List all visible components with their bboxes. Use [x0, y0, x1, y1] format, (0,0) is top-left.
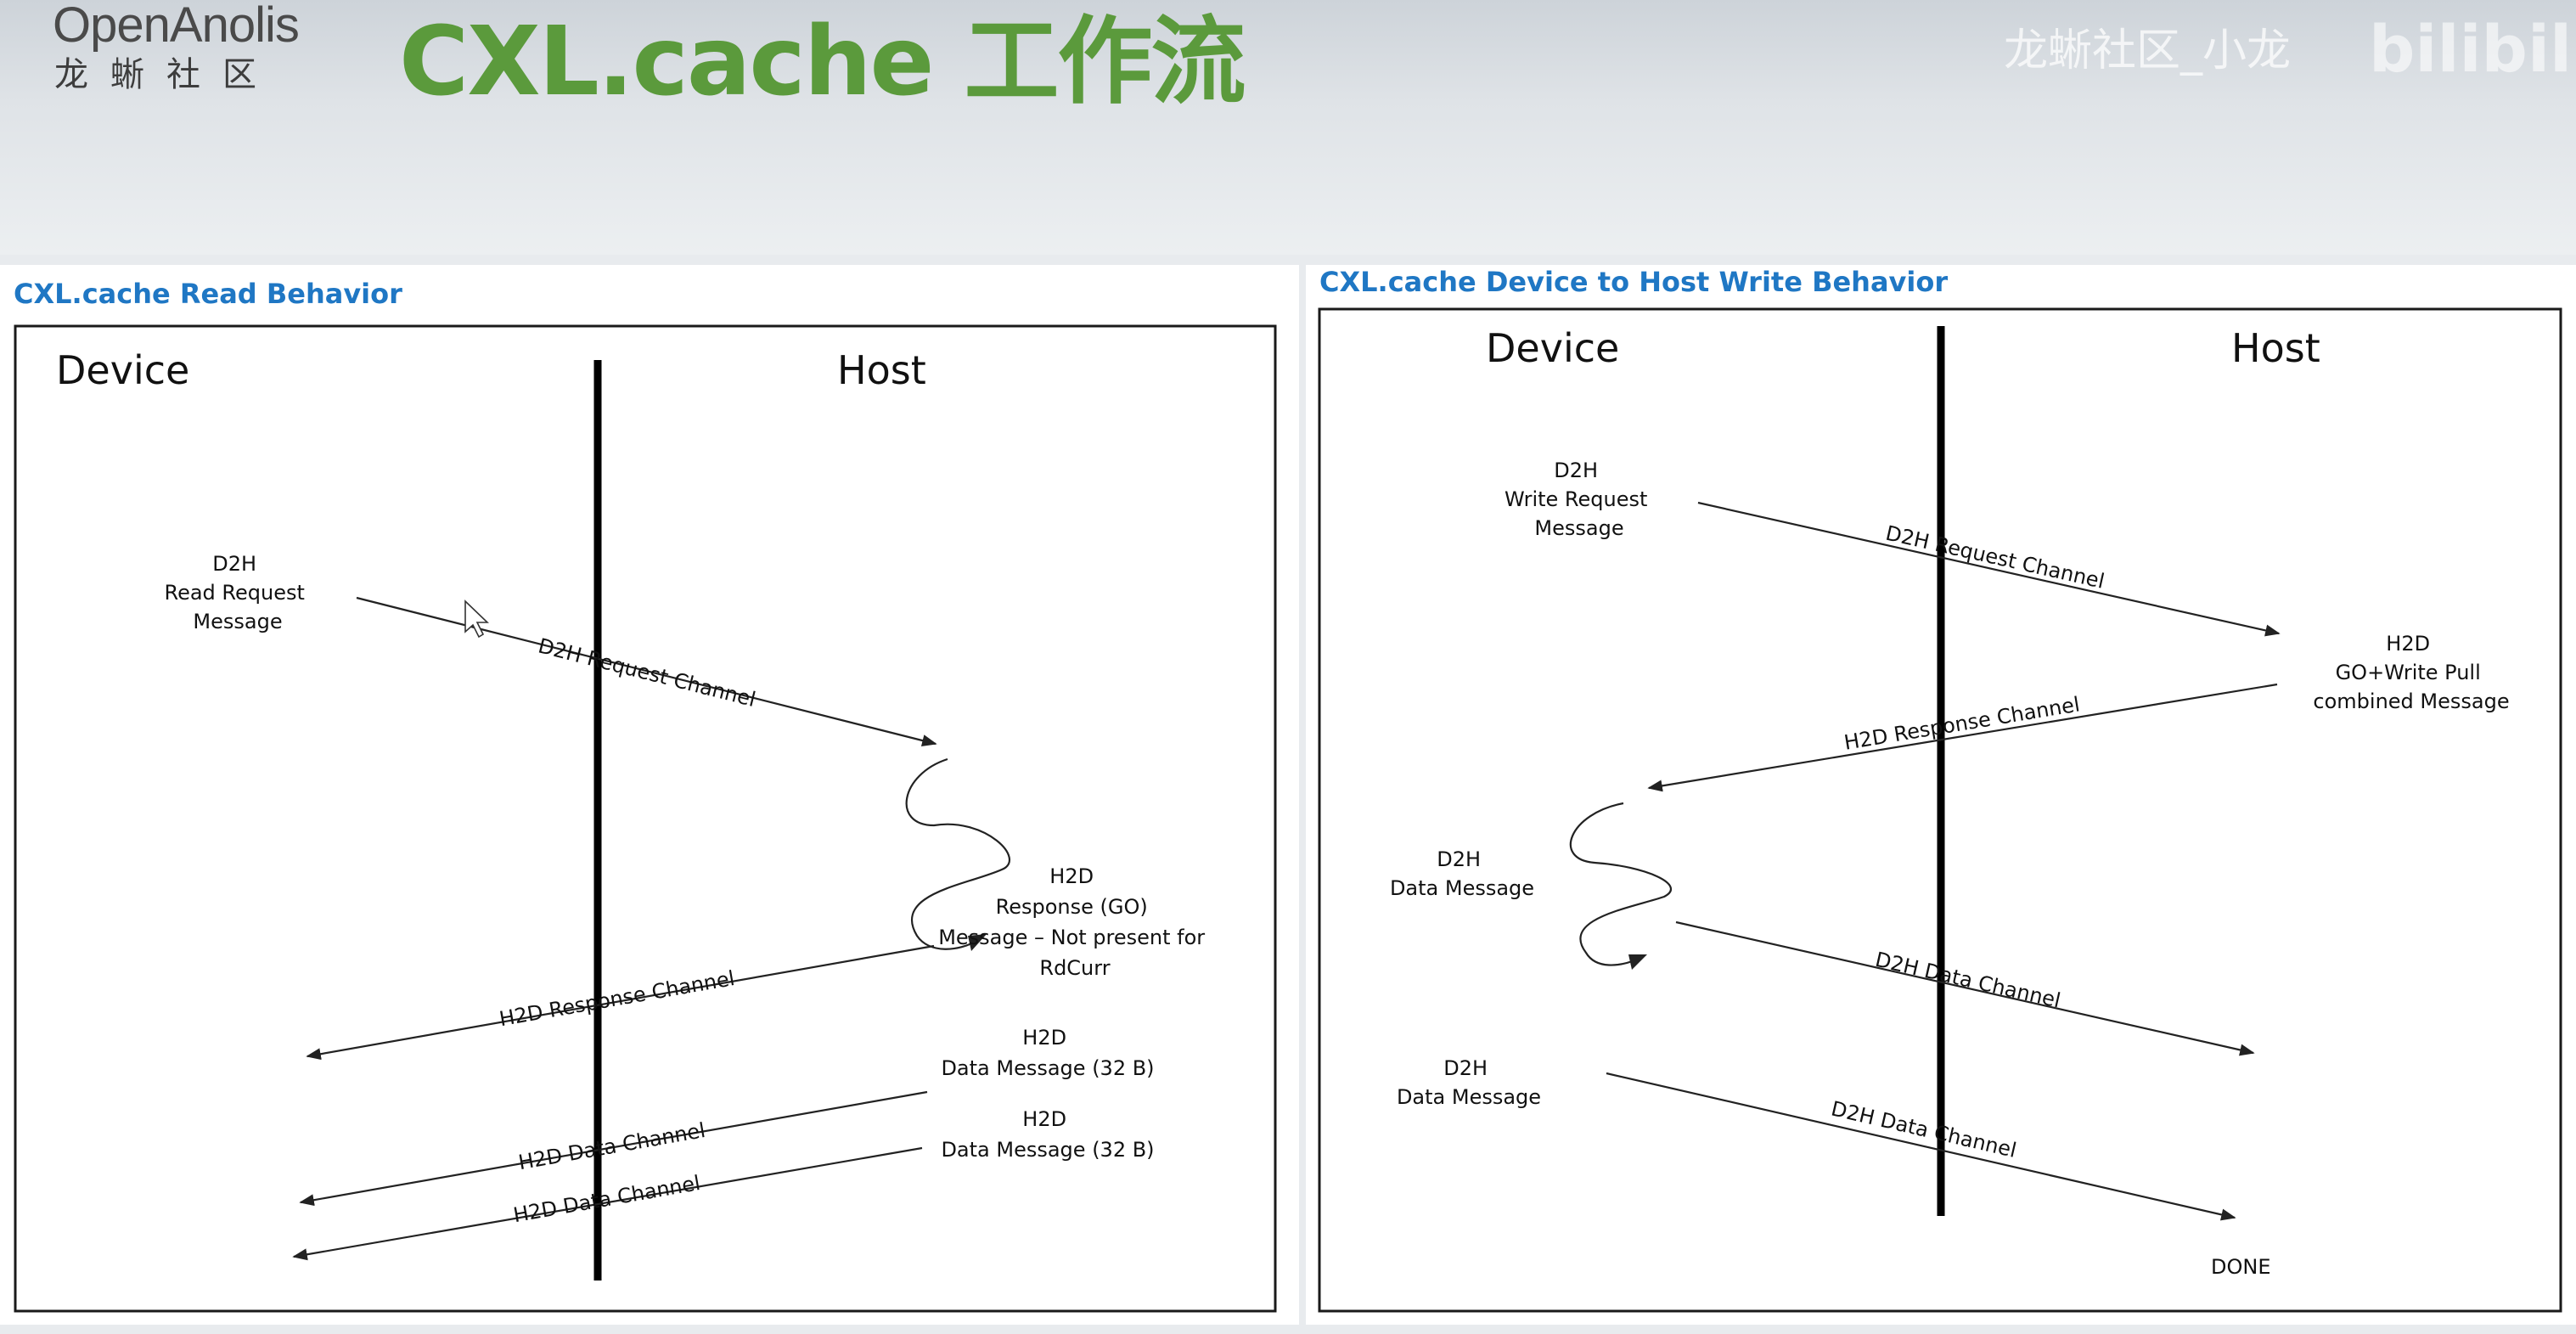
- h2d-response-arrow: [306, 944, 935, 1061]
- d2h-read-request-label: D2H Read Request Message: [164, 552, 311, 633]
- write-behavior-diagram: Device Host D2H Write Request Message D2…: [1318, 307, 2562, 1313]
- squiggle-arrowhead: [1628, 954, 1647, 970]
- d2h-data-message-2-label: D2H Data Message: [1397, 1056, 1541, 1109]
- d2h-request-channel-label: D2H Request Channel: [536, 633, 758, 712]
- read-behavior-title: CXL.cache Read Behavior: [14, 278, 402, 310]
- mouse-cursor-icon: [464, 599, 489, 639]
- diagram-frame: [1318, 307, 2562, 1313]
- logo-chinese: 龙蜥社区: [54, 55, 278, 94]
- d2h-data-arrow-2: [1606, 1072, 2236, 1221]
- done-label: DONE: [2211, 1255, 2271, 1279]
- d2h-request-channel-label: D2H Request Channel: [1883, 521, 2106, 594]
- host-label: Host: [837, 347, 926, 393]
- d2h-data-message-1-label: D2H Data Message: [1390, 847, 1534, 900]
- d2h-data-channel-2-label: D2H Data Channel: [1829, 1096, 2018, 1162]
- h2d-data-arrow-2: [292, 1146, 923, 1261]
- d2h-data-channel-1-label: D2H Data Channel: [1873, 948, 2063, 1013]
- diagram-frame: [14, 324, 1277, 1313]
- h2d-response-channel-label: H2D Response Channel: [498, 966, 736, 1031]
- device-label: Device: [1486, 325, 1619, 371]
- write-behavior-title: CXL.cache Device to Host Write Behavior: [1319, 266, 1949, 298]
- device-processing-squiggle: [1569, 802, 1672, 966]
- host-label: Host: [2231, 325, 2320, 371]
- openanolis-logo: OpenAnolis 龙蜥社区: [53, 0, 341, 102]
- h2d-data-arrow-1: [299, 1090, 928, 1207]
- h2d-data-message-2-label: H2D Data Message (32 B): [941, 1107, 1154, 1162]
- write-behavior-panel: CXL.cache Device to Host Write Behavior …: [1306, 265, 2576, 1325]
- h2d-data-message-1-label: H2D Data Message (32 B): [941, 1026, 1154, 1080]
- d2h-data-arrow-1: [1675, 920, 2255, 1056]
- bilibili-watermark-logo: bilibili: [2369, 11, 2576, 87]
- d2h-request-arrow: [1697, 501, 2281, 637]
- device-label: Device: [56, 347, 189, 393]
- slide-title: CXL.cache 工作流: [399, 7, 1246, 117]
- host-processing-squiggle: [905, 757, 1010, 950]
- slide-header: OpenAnolis 龙蜥社区 CXL.cache 工作流 龙蜥社区_小龙 bi…: [0, 0, 2576, 255]
- h2d-response-channel-label: H2D Response Channel: [1842, 692, 2082, 754]
- h2d-go-write-pull-label: H2D GO+Write Pull combined Message: [2313, 632, 2509, 713]
- d2h-request-arrow: [356, 596, 937, 746]
- h2d-response-message-label: H2D Response (GO) Message – Not present …: [938, 864, 1212, 980]
- h2d-data-channel-2-label: H2D Data Channel: [511, 1171, 701, 1227]
- read-behavior-diagram: Device Host D2H Read Request Message D2H…: [14, 324, 1277, 1313]
- h2d-response-arrow: [1647, 683, 2278, 792]
- read-behavior-panel: CXL.cache Read Behavior Device Host D2H …: [0, 265, 1299, 1325]
- logo-wordmark: OpenAnolis: [53, 0, 300, 53]
- watermark-text: 龙蜥社区_小龙: [2004, 25, 2292, 76]
- h2d-data-channel-1-label: H2D Data Channel: [516, 1118, 706, 1174]
- squiggle-arrowhead: [968, 934, 987, 951]
- d2h-write-request-label: D2H Write Request Message: [1505, 459, 1654, 540]
